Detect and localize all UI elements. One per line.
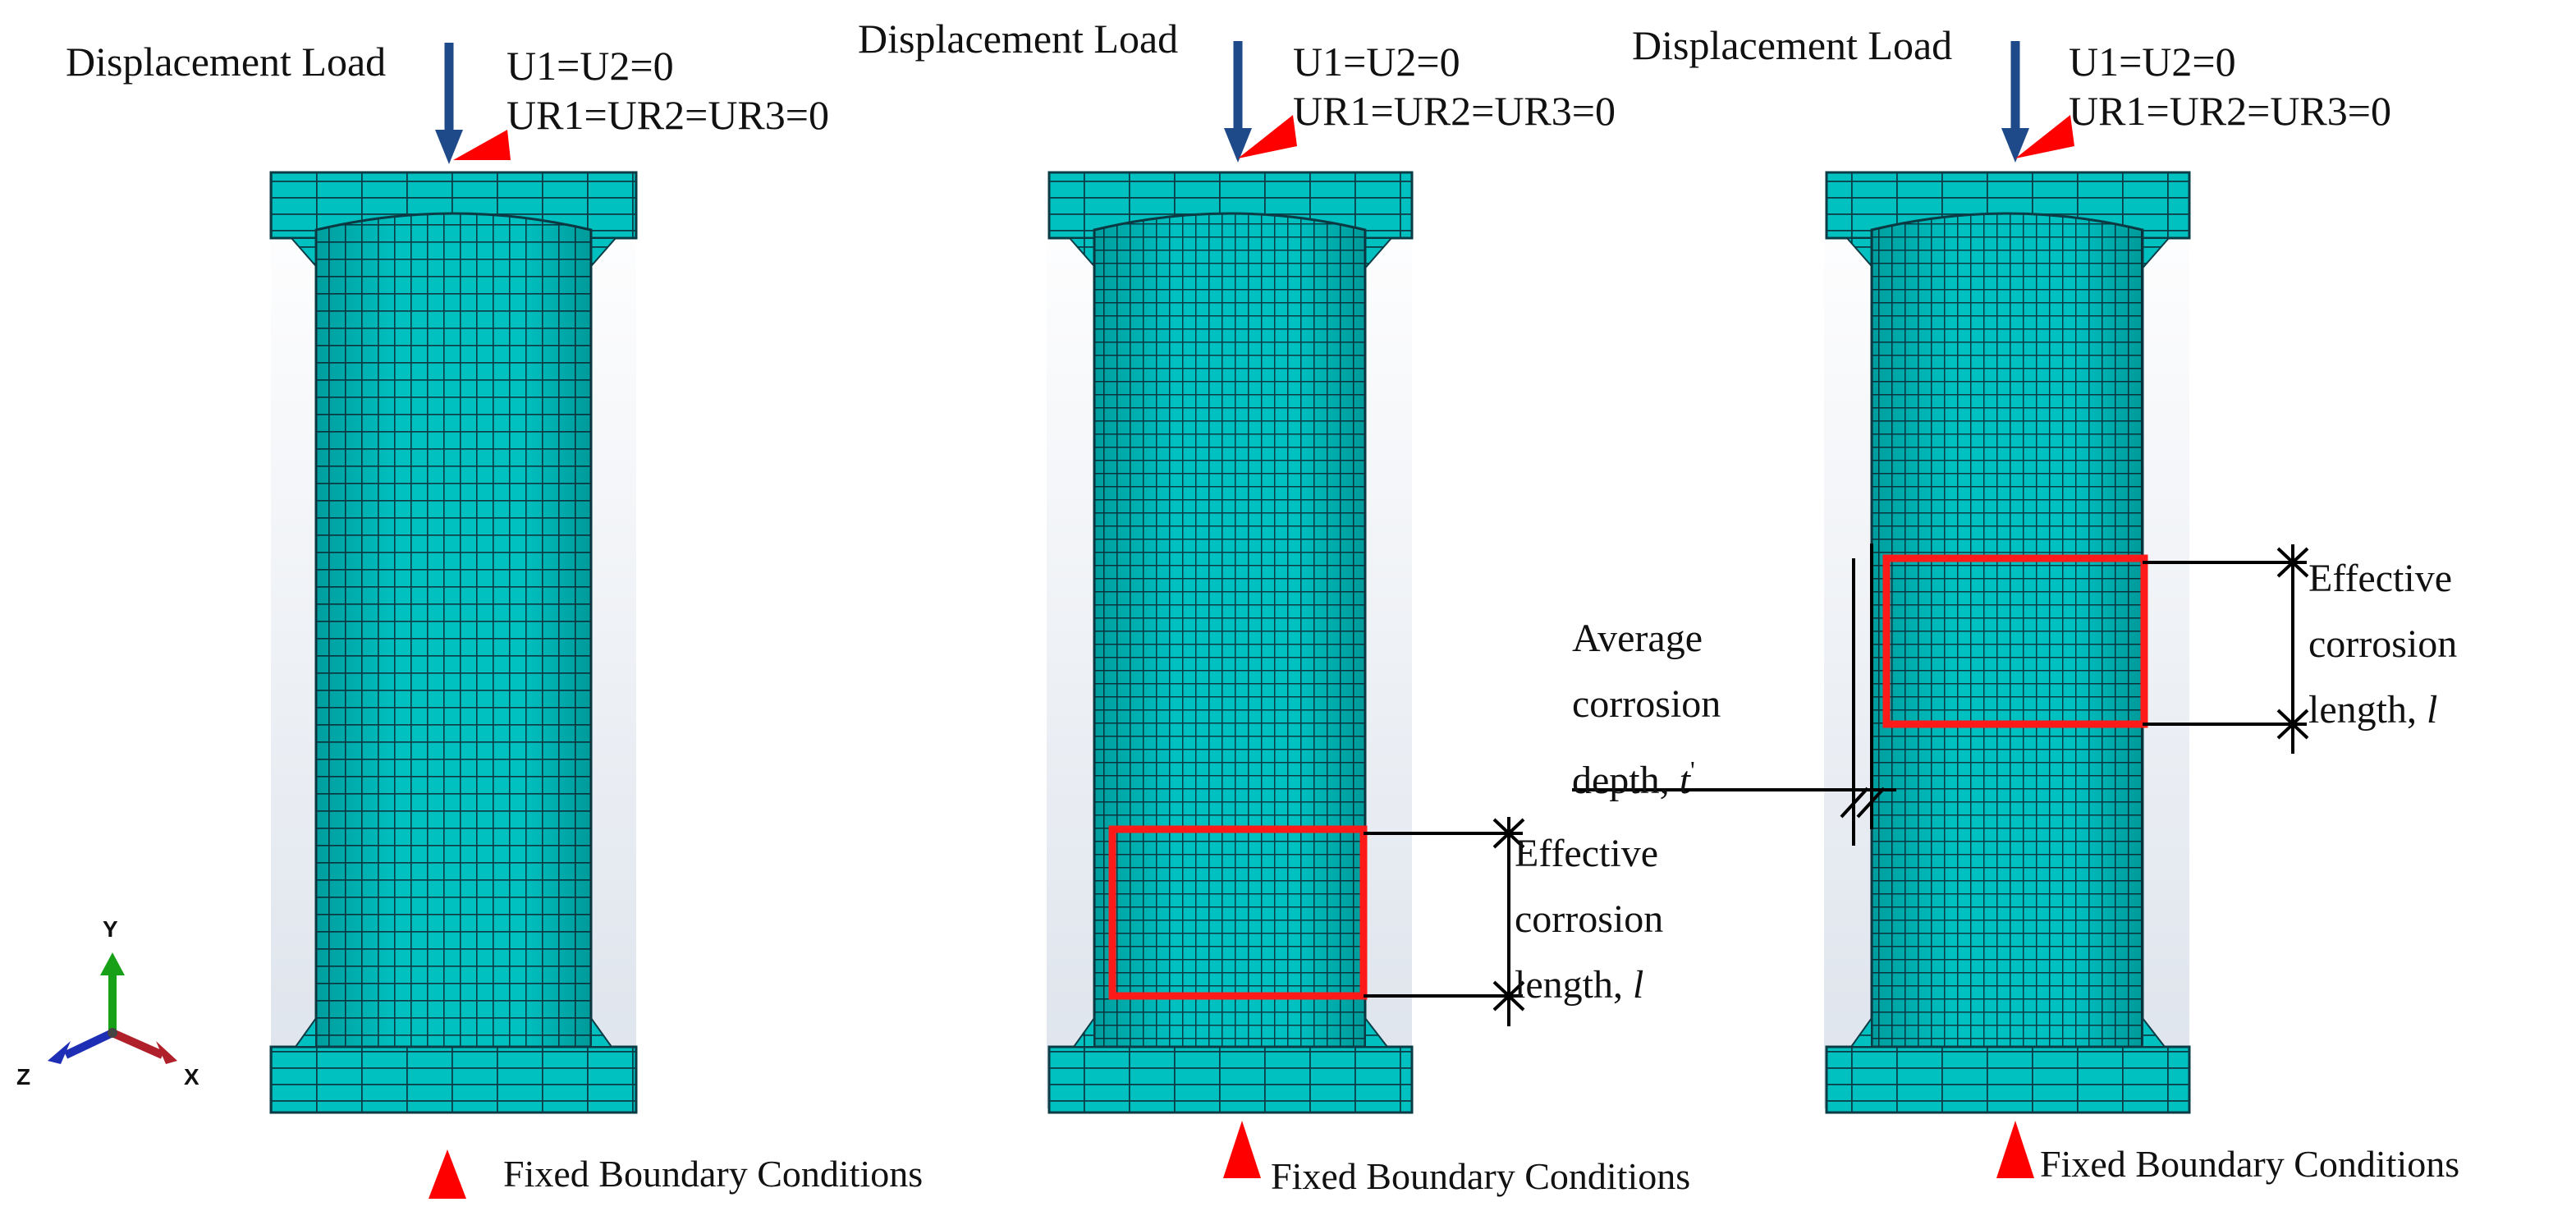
dimension-tick-top [1492, 818, 1525, 849]
bottom-plate-chamfer-left [294, 1015, 317, 1048]
fixed-boundary-label: Fixed Boundary Conditions [503, 1153, 924, 1195]
bc-translation-label: U1=U2=0 [506, 43, 674, 89]
bottom-plate-chamfer-right [1364, 1016, 1390, 1048]
label-line-3: length, l [1515, 952, 1663, 1018]
column-model-3 [1572, 171, 2309, 1114]
label-prefix: length, [1515, 963, 1633, 1007]
boundary-triangle-icon [2015, 115, 2074, 158]
depth-ticks [1840, 787, 1886, 819]
bottom-plate [1825, 1045, 2191, 1114]
length-symbol: l [1632, 963, 1644, 1007]
boundary-triangle-icon [429, 1149, 466, 1199]
axis-z-label: Z [16, 1064, 31, 1090]
label-prefix: length, [2308, 688, 2427, 732]
column-model-1 [269, 171, 638, 1114]
bottom-plate [1047, 1045, 1414, 1114]
bottom-plate-chamfer-right [2142, 1016, 2167, 1048]
displacement-arrow-icon [435, 43, 463, 164]
length-symbol: l [2426, 688, 2438, 732]
effective-corrosion-length-label: Effective corrosion length, l [2308, 546, 2457, 743]
bottom-plate-chamfer-right [590, 1015, 613, 1048]
effective-corrosion-length-label: Effective corrosion length, l [1515, 821, 1663, 1018]
fixed-boundary-label: Fixed Boundary Conditions [2040, 1143, 2460, 1185]
displacement-arrow-icon [1224, 41, 1252, 163]
corrosion-zone-box [1108, 825, 1368, 1000]
label-line-1: Average [1572, 617, 1703, 660]
bc-translation-label: U1=U2=0 [1293, 39, 1460, 85]
label-line-3: depth, t' [1572, 737, 1721, 814]
dimension-tick-bottom [2276, 709, 2309, 740]
boundary-triangle-icon [453, 130, 511, 160]
column-model-2 [1047, 171, 1525, 1114]
displacement-load-label: Displacement Load [1632, 22, 1953, 68]
boundary-triangle-icon [1996, 1121, 2034, 1178]
label-line-3: length, l [2308, 677, 2457, 743]
label-line-2: corrosion [1515, 897, 1664, 941]
bottom-plate-chamfer-left [1072, 1015, 1095, 1048]
label-line-1: Effective [2308, 557, 2453, 600]
displacement-load-label: Displacement Load [858, 16, 1179, 62]
fixed-boundary-label: Fixed Boundary Conditions [1271, 1155, 1691, 1197]
boundary-triangle-icon [1238, 115, 1297, 158]
bc-rotation-label: UR1=UR2=UR3=0 [2069, 88, 2391, 134]
bc-rotation-label: UR1=UR2=UR3=0 [1293, 88, 1616, 134]
bc-translation-label: U1=U2=0 [2069, 39, 2236, 85]
displacement-arrow-icon [2001, 41, 2029, 163]
bc-rotation-label: UR1=UR2=UR3=0 [506, 92, 829, 138]
depth-symbol: t [1679, 759, 1690, 802]
axis-triad-icon [48, 952, 177, 1064]
bottom-plate [269, 1045, 638, 1114]
label-line-1: Effective [1515, 832, 1659, 875]
dimension-tick-bottom [1492, 980, 1525, 1012]
dimension-tick-top [2276, 547, 2309, 578]
displacement-load-label: Displacement Load [66, 39, 387, 85]
axis-y-label: Y [103, 916, 118, 942]
boundary-triangle-icon [1223, 1121, 1261, 1178]
label-line-2: corrosion [1572, 682, 1721, 726]
label-prefix: depth, [1572, 759, 1680, 802]
corrosion-zone-box [1882, 554, 2148, 728]
average-corrosion-depth-label: Average corrosion depth, t' [1572, 606, 1721, 814]
label-line-2: corrosion [2308, 622, 2458, 666]
axis-x-label: X [184, 1064, 199, 1090]
depth-prime: ' [1689, 755, 1695, 785]
bottom-plate-chamfer-left [1849, 1015, 1872, 1048]
